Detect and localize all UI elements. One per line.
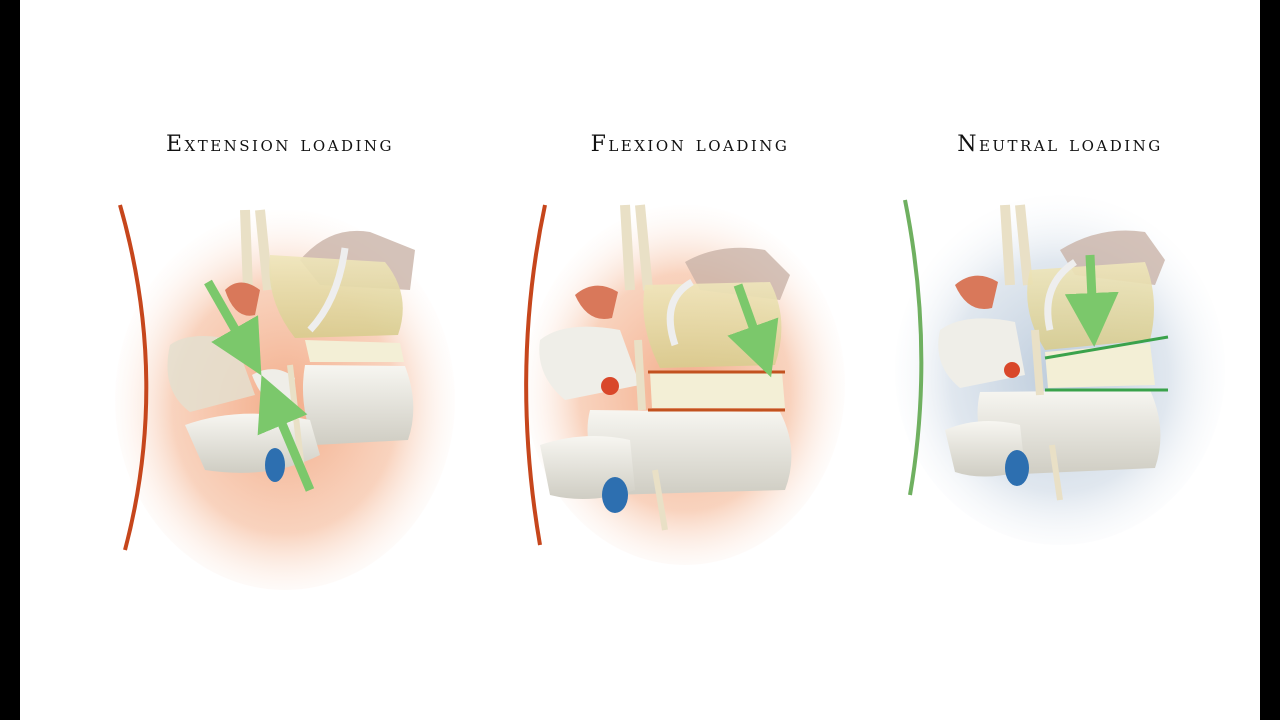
compression-arrow [727, 283, 779, 378]
panel-flexion-spine-curve [524, 204, 547, 546]
compression-arrow [1064, 254, 1119, 347]
disc [305, 340, 404, 362]
panel-neutral-spine-curve [903, 199, 924, 496]
nerve-root [1031, 329, 1044, 396]
lower-vertebra-body [587, 410, 792, 495]
nerve-loop [1044, 259, 1078, 331]
compression-arrow [257, 375, 315, 492]
facet-joint [575, 285, 618, 320]
nerve-ganglion [1005, 450, 1029, 486]
facet-joint [955, 275, 998, 310]
nerve-root [652, 469, 668, 531]
disc [650, 372, 785, 408]
nerve-root [620, 204, 635, 291]
nerve-loop [666, 278, 694, 347]
upper-vertebra [269, 255, 403, 338]
spine-illustrations [115, 195, 1225, 590]
nerve-root [635, 204, 653, 291]
diagram-stage: Extension loading Flexion loading Neutra… [20, 0, 1260, 720]
panel-flexion [524, 204, 845, 565]
panel-neutral [895, 195, 1225, 545]
panel-extension-spine-curve [118, 204, 149, 551]
nerve-root [1015, 204, 1033, 286]
lower-vertebra-body [302, 365, 414, 445]
nerve-ganglion-red [1004, 362, 1020, 378]
spinous-process [938, 318, 1025, 388]
nerve-ganglion-red [601, 377, 619, 395]
nerve-ganglion [602, 477, 628, 513]
panel-extension [115, 204, 455, 590]
nerve-root [1000, 204, 1015, 286]
nerve-root [240, 209, 253, 291]
lamina [945, 421, 1025, 477]
compression-arrow [204, 279, 262, 376]
facet-joint [225, 282, 260, 316]
upper-vertebra [643, 282, 782, 368]
panel-title-extension: Extension loading [165, 132, 395, 157]
disc-line-top [1044, 335, 1169, 360]
nerve-root [1049, 444, 1063, 501]
nerve-root [634, 339, 646, 411]
nerve-ganglion [265, 448, 285, 482]
panel-title-neutral: Neutral loading [957, 132, 1163, 157]
panel-title-flexion: Flexion loading [590, 132, 790, 157]
nerve-loop [307, 247, 349, 333]
nerve-root [255, 209, 273, 291]
